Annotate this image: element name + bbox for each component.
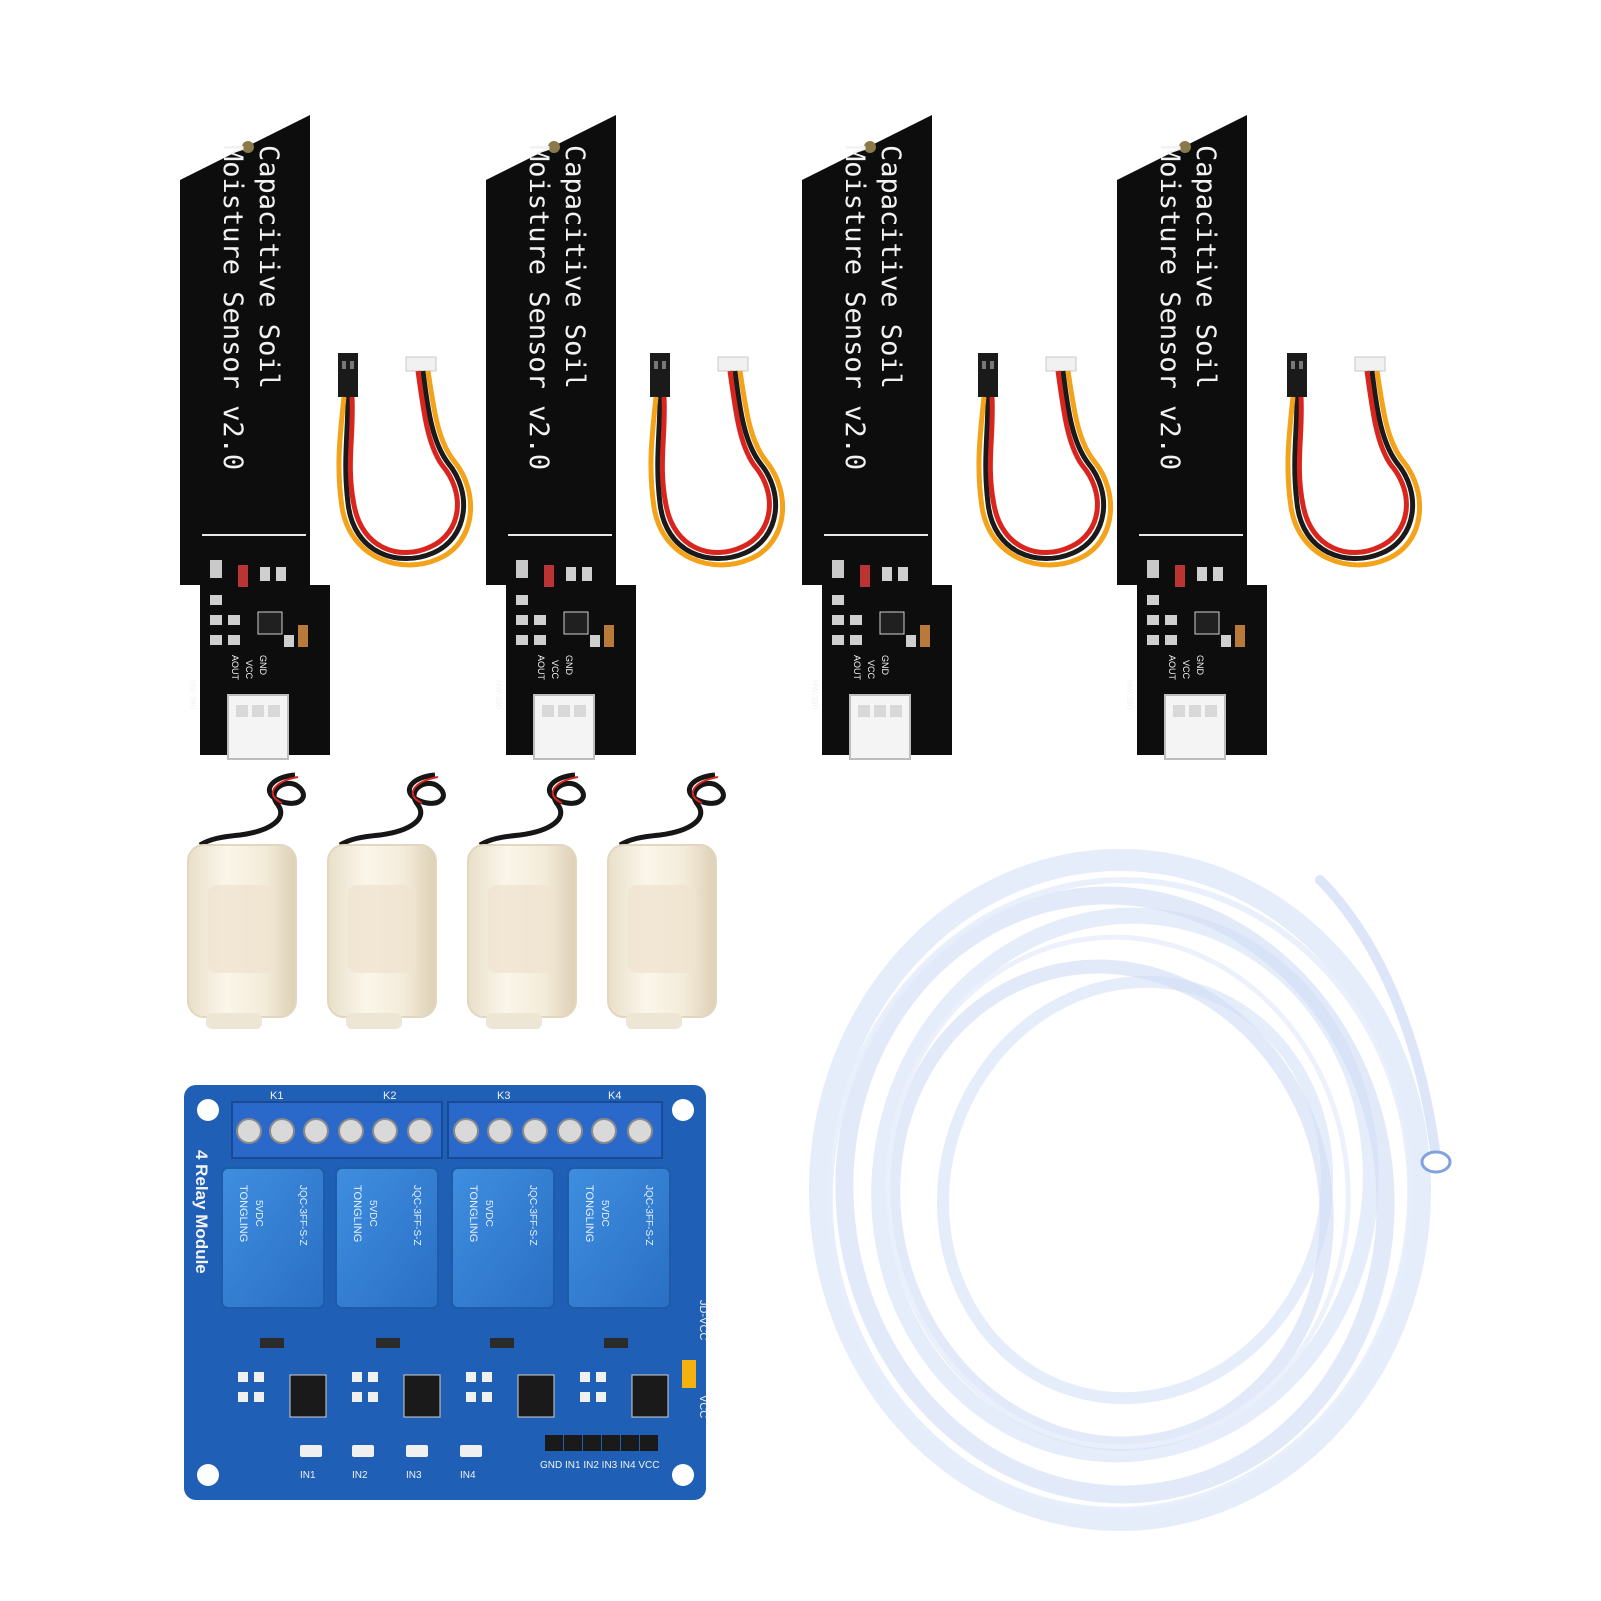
- sensor-pin-gnd: GND: [564, 655, 574, 676]
- sensor-pin-gnd: GND: [880, 655, 890, 676]
- water-pump-3: [468, 775, 583, 1029]
- sensor-label-line1: Capacitive Soil: [253, 145, 284, 389]
- pin-header: [545, 1435, 658, 1451]
- sensor-label-line2: Moisture Sensor v2.0: [839, 145, 870, 470]
- relay-brand: TONGLING: [467, 1185, 479, 1242]
- sensor-pin-labels: AOUT: [1167, 655, 1177, 681]
- water-pump-4: [608, 775, 723, 1029]
- relay-channel-k4: K4: [608, 1090, 621, 1102]
- silicone-tube-coil: [809, 849, 1452, 1531]
- sensor-harness-2: [650, 353, 783, 565]
- sensor-label-line1: Capacitive Soil: [559, 145, 590, 389]
- sensor-pin-vcc: VCC: [866, 660, 876, 680]
- sensor-label-line2: Moisture Sensor v2.0: [1154, 145, 1185, 470]
- water-pump-2: [328, 775, 443, 1029]
- relay-channel-k2: K2: [383, 1090, 396, 1102]
- relay-2: TONGLING 5VDC JQC-3FF-S-Z: [335, 1167, 439, 1309]
- input-label-in2: IN2: [352, 1470, 368, 1481]
- sensor-harness-4: [1287, 353, 1420, 565]
- relay-channel-k3: K3: [497, 1090, 510, 1102]
- water-pump-1: [188, 775, 303, 1029]
- relay-brand: TONGLING: [583, 1185, 595, 1242]
- header-pin-labels: GND IN1 IN2 IN3 IN4 VCC: [540, 1460, 659, 1471]
- input-label-in4: IN4: [460, 1470, 476, 1481]
- soil-sensor-1: Capacitive Soil Moisture Sensor v2.0 AOU…: [179, 114, 331, 760]
- sensor-pin-labels: AOUT: [536, 655, 546, 681]
- relay-1: TONGLING 5VDC JQC-3FF-S-Z: [221, 1167, 325, 1309]
- sensor-pin-gnd: GND: [1195, 655, 1205, 676]
- relay-4: TONGLING 5VDC JQC-3FF-S-Z: [567, 1167, 671, 1309]
- sensor-harness-1: [338, 353, 471, 565]
- relay-channel-k1: K1: [270, 1090, 283, 1102]
- screw-terminals: [231, 1101, 663, 1159]
- relay-brand: TONGLING: [237, 1185, 249, 1242]
- relay-voltage: 5VDC: [599, 1200, 610, 1227]
- sensor-pin-vcc: VCC: [1181, 660, 1191, 680]
- sensor-pin-vcc: VCC: [244, 660, 254, 680]
- relay-3: TONGLING 5VDC JQC-3FF-S-Z: [451, 1167, 555, 1309]
- jd-vcc-jumper: [682, 1360, 696, 1388]
- sensor-pin-labels: AOUT: [230, 655, 240, 681]
- relay-part: JQC-3FF-S-Z: [527, 1185, 538, 1246]
- relay-brand: TONGLING: [351, 1185, 363, 1242]
- sensor-label-line1: Capacitive Soil: [1190, 145, 1221, 389]
- relay-part: JQC-3FF-S-Z: [297, 1185, 308, 1246]
- sensor-pin-vcc: VCC: [550, 660, 560, 680]
- sensor-label-line2: Moisture Sensor v2.0: [523, 145, 554, 470]
- relay-module-title: 4 Relay Module: [192, 1150, 211, 1274]
- jd-vcc-label: JD-VCC: [697, 1300, 709, 1340]
- soil-sensor-4: Capacitive Soil Moisture Sensor v2.0 AOU…: [1116, 114, 1268, 760]
- sensor-model: HW-390: [810, 680, 819, 710]
- relay-voltage: 5VDC: [367, 1200, 378, 1227]
- relay-voltage: 5VDC: [253, 1200, 264, 1227]
- soil-sensor-3: Capacitive Soil Moisture Sensor v2.0 AOU…: [801, 114, 953, 760]
- relay-part: JQC-3FF-S-Z: [411, 1185, 422, 1246]
- relay-module: K1 K2 K3 K4 4 Relay Module TONGLING 5VDC…: [184, 1085, 709, 1500]
- soil-sensor-2: Capacitive Soil Moisture Sensor v2.0 AOU…: [485, 114, 637, 760]
- input-label-in1: IN1: [300, 1470, 316, 1481]
- vcc-label: VCC: [697, 1395, 709, 1418]
- sensor-label-line2: Moisture Sensor v2.0: [217, 145, 248, 470]
- sensor-harness-3: [978, 353, 1111, 565]
- sensor-pin-labels: AOUT: [852, 655, 862, 681]
- input-label-in3: IN3: [406, 1470, 422, 1481]
- relay-part: JQC-3FF-S-Z: [643, 1185, 654, 1246]
- sensor-label-line1: Capacitive Soil: [875, 145, 906, 389]
- sensor-model: HW-390: [494, 680, 503, 710]
- relay-voltage: 5VDC: [483, 1200, 494, 1227]
- sensor-model: HW-390: [188, 680, 197, 710]
- sensor-pin-gnd: GND: [258, 655, 268, 676]
- sensor-model: HW-390: [1125, 680, 1134, 710]
